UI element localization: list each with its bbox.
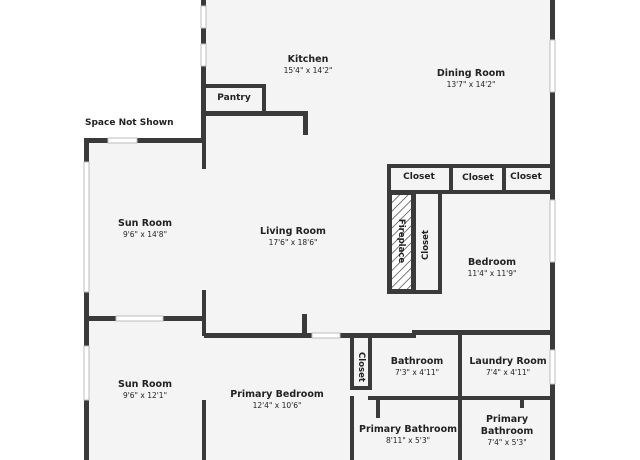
room-bathroom: Bathroom 7'3" x 4'11": [391, 356, 444, 377]
room-living: Living Room 17'6" x 18'6": [260, 226, 326, 247]
room-primary-bathroom-2-name-line2: Bathroom: [480, 425, 534, 437]
room-laundry-dims: 7'4" x 4'11": [485, 367, 531, 377]
room-sun-room-1-name: Sun Room: [118, 218, 172, 229]
room-closet-c-name: Closet: [510, 172, 542, 182]
room-primary-bathroom-2-dims: 7'4" x 5'3": [487, 437, 527, 447]
room-sun-room-2-dims: 9'6" x 12'1": [122, 390, 168, 400]
floor-area: [84, 0, 554, 460]
room-sun-room-1-dims: 9'6" x 14'8": [122, 229, 168, 239]
room-kitchen: Kitchen 15'4" x 14'2": [284, 54, 333, 75]
room-bedroom-dims: 11'4" x 11'9": [467, 268, 517, 278]
room-primary-bathroom-2: Primary Bathroom 7'4" x 5'3": [481, 414, 534, 447]
room-bedroom-name: Bedroom: [467, 257, 517, 268]
room-pantry-name: Pantry: [217, 93, 251, 103]
room-bathroom-dims: 7'3" x 4'11": [394, 367, 440, 377]
room-closet-v1-name: Closet: [421, 230, 431, 260]
room-primary-bathroom-1-dims: 8'11" x 5'3": [385, 435, 431, 445]
room-closet-b: Closet: [462, 173, 494, 184]
room-laundry-name: Laundry Room: [469, 356, 547, 367]
room-sun-room-2-name: Sun Room: [118, 379, 172, 390]
room-kitchen-dims: 15'4" x 14'2": [283, 65, 333, 75]
room-primary-bedroom: Primary Bedroom 12'4" x 10'6": [230, 389, 324, 410]
room-fireplace-name: Fireplace: [396, 218, 406, 264]
fireplace-hatch: [390, 193, 413, 291]
room-dining: Dining Room 13'7" x 14'2": [437, 68, 505, 89]
room-primary-bedroom-name: Primary Bedroom: [230, 389, 324, 400]
room-bathroom-name: Bathroom: [390, 356, 444, 367]
room-primary-bathroom-2-name-line1: Primary: [485, 414, 529, 425]
room-laundry: Laundry Room 7'4" x 4'11": [469, 356, 546, 377]
room-dining-dims: 13'7" x 14'2": [446, 79, 496, 89]
room-primary-bathroom-1: Primary Bathroom 8'11" x 5'3": [359, 424, 457, 445]
room-primary-bathroom-1-name: Primary Bathroom: [359, 424, 457, 435]
room-closet-a-name: Closet: [403, 172, 435, 182]
room-bedroom: Bedroom 11'4" x 11'9": [468, 257, 517, 278]
room-dining-name: Dining Room: [436, 68, 506, 79]
room-kitchen-name: Kitchen: [287, 54, 329, 65]
room-closet-a: Closet: [403, 172, 435, 183]
room-primary-bedroom-dims: 12'4" x 10'6": [252, 400, 302, 410]
room-sun-room-2: Sun Room 9'6" x 12'1": [118, 379, 172, 400]
room-living-name: Living Room: [260, 226, 326, 237]
room-sun-room-1: Sun Room 9'6" x 14'8": [118, 218, 172, 239]
room-closet-b-name: Closet: [462, 173, 494, 183]
room-closet-v2-name: Closet: [356, 352, 366, 382]
room-pantry: Pantry: [217, 93, 250, 104]
room-living-dims: 17'6" x 18'6": [268, 237, 318, 247]
space-not-shown-note: Space Not Shown: [85, 118, 174, 128]
windows: [83, 5, 556, 401]
room-closet-c: Closet: [510, 172, 542, 183]
